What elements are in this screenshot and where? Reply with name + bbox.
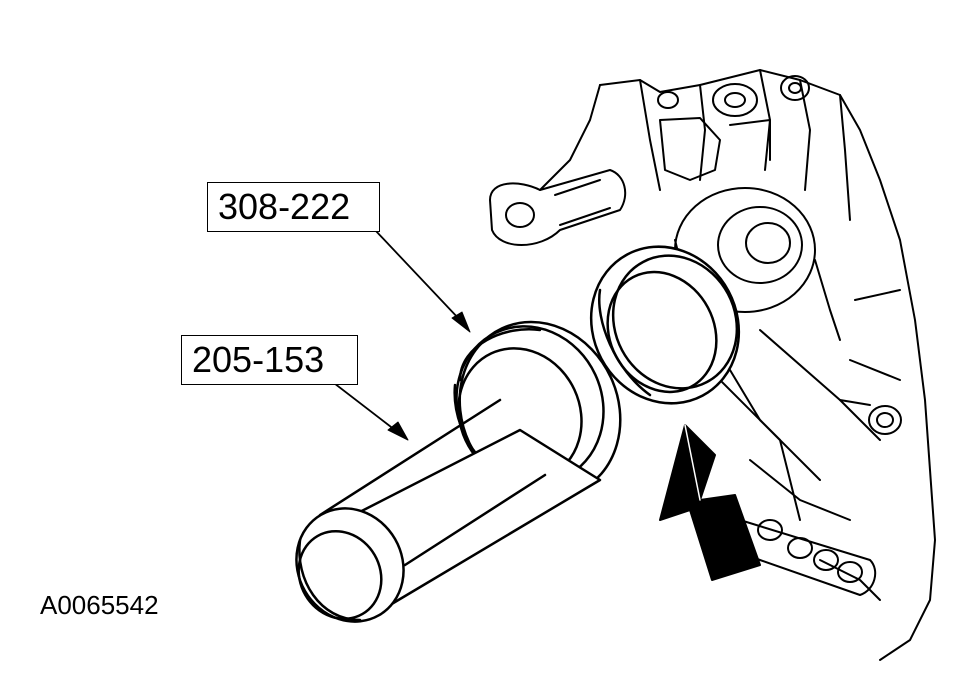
handle-tool-205-153 [295, 398, 602, 623]
seal-ring [589, 245, 741, 405]
leader-lines [329, 229, 461, 431]
callout-205-153: 205-153 [181, 335, 358, 385]
leader-arrowheads [387, 311, 471, 441]
callout-308-222: 308-222 [207, 182, 380, 232]
figure-id-label: A0065542 [40, 590, 159, 620]
transmission-case [489, 69, 936, 661]
install-direction-arrow [659, 424, 761, 581]
